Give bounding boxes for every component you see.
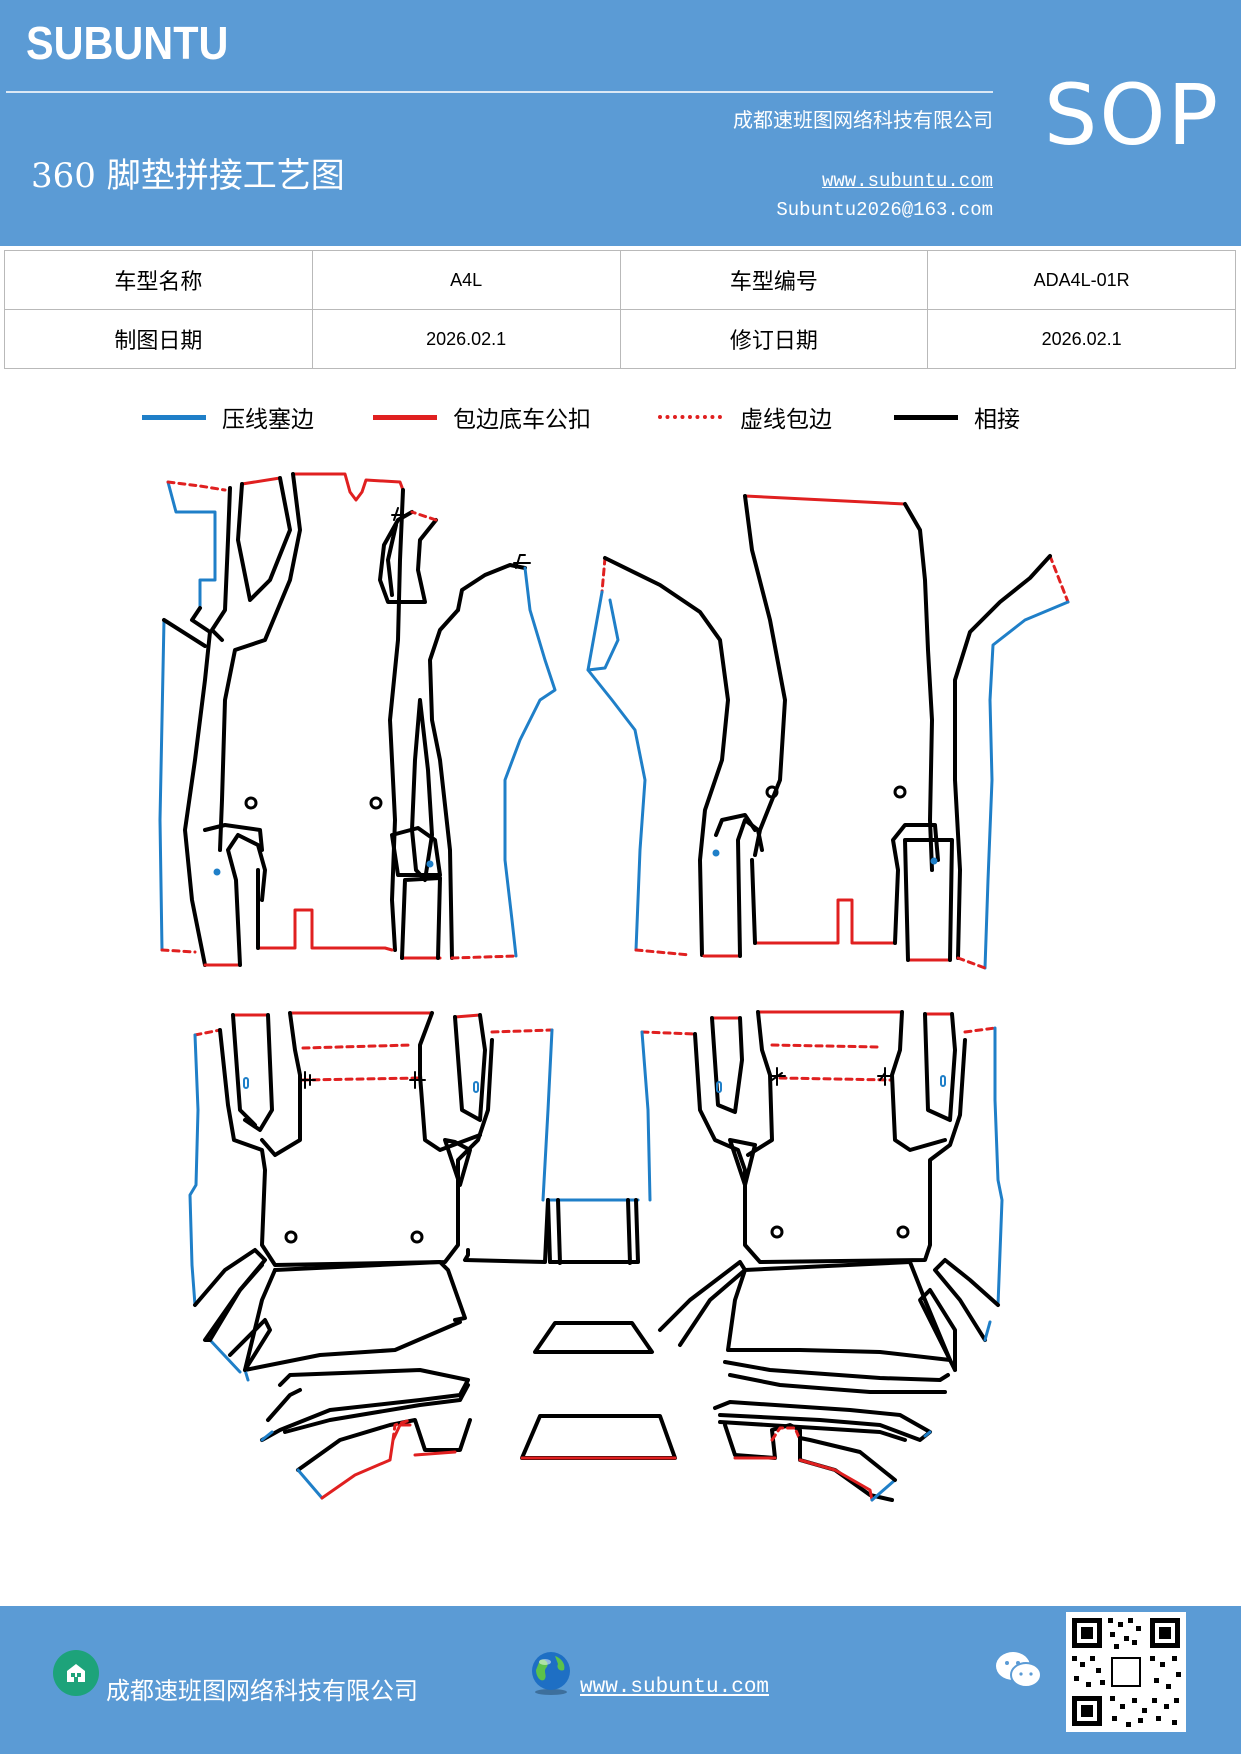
legend-swatch-black xyxy=(894,414,958,420)
revise-date-label: 修订日期 xyxy=(619,309,929,369)
legend: 压线塞边 包边底车公扣 虚线包边 相接 xyxy=(0,400,1241,440)
rear-center-pieces xyxy=(520,1198,677,1460)
company-name: 成都速班图网络科技有限公司 xyxy=(733,108,993,132)
document-title: 360 脚垫拼接工艺图 xyxy=(31,156,345,196)
joint-marks xyxy=(299,1071,426,1089)
home-icon xyxy=(53,1650,99,1696)
wechat-icon xyxy=(996,1652,1042,1688)
legend-swatch-red xyxy=(373,414,437,420)
email-address: Subuntu2026@163.com xyxy=(776,199,993,221)
header-divider xyxy=(6,91,993,93)
table-row: 制图日期 2026.02.1 修订日期 2026.02.1 xyxy=(4,309,1236,369)
globe-icon xyxy=(532,1652,570,1695)
legend-label: 包边底车公扣 xyxy=(453,407,591,433)
footer-website-link[interactable]: www.subuntu.com xyxy=(580,1676,770,1699)
legend-item-red: 包边底车公扣 xyxy=(373,400,591,434)
front-right-side-pieces xyxy=(586,556,730,957)
draw-date-value: 2026.02.1 xyxy=(311,309,621,369)
model-name-value: A4L xyxy=(311,250,621,310)
model-code-value: ADA4L-01R xyxy=(927,250,1236,310)
revise-date-value: 2026.02.1 xyxy=(927,309,1236,369)
front-left-mat xyxy=(158,472,405,967)
legend-item-red-dotted: 虚线包边 xyxy=(658,400,832,434)
legend-label: 虚线包边 xyxy=(740,407,832,433)
model-name-label: 车型名称 xyxy=(4,250,313,310)
website-link[interactable]: www.subuntu.com xyxy=(821,170,993,192)
front-left-side-pieces xyxy=(378,507,557,960)
header-banner: SUBUNTU 成都速班图网络科技有限公司 360 脚垫拼接工艺图 www.su… xyxy=(0,0,1241,246)
table-row: 车型名称 A4L 车型编号 ADA4L-01R xyxy=(4,250,1236,310)
legend-swatch-blue xyxy=(142,414,206,420)
legend-label: 相接 xyxy=(974,407,1020,433)
sop-label: SOP xyxy=(1044,66,1221,164)
rear-left-mat xyxy=(188,1011,554,1500)
rear-right-mat xyxy=(640,1010,1004,1502)
legend-item-blue: 压线塞边 xyxy=(142,400,314,434)
footer-company-name: 成都速班图网络科技有限公司 xyxy=(106,1677,418,1705)
model-code-label: 车型编号 xyxy=(619,250,929,310)
draw-date-label: 制图日期 xyxy=(4,309,313,369)
vehicle-info-table: 车型名称 A4L 车型编号 ADA4L-01R 制图日期 2026.02.1 修… xyxy=(4,250,1236,369)
qr-code xyxy=(1066,1612,1186,1732)
front-right-mat xyxy=(702,494,1070,970)
legend-item-black: 相接 xyxy=(894,400,1020,434)
legend-label: 压线塞边 xyxy=(222,407,314,433)
brand-logo: SUBUNTU xyxy=(26,17,229,69)
legend-swatch-red-dotted xyxy=(658,415,722,419)
